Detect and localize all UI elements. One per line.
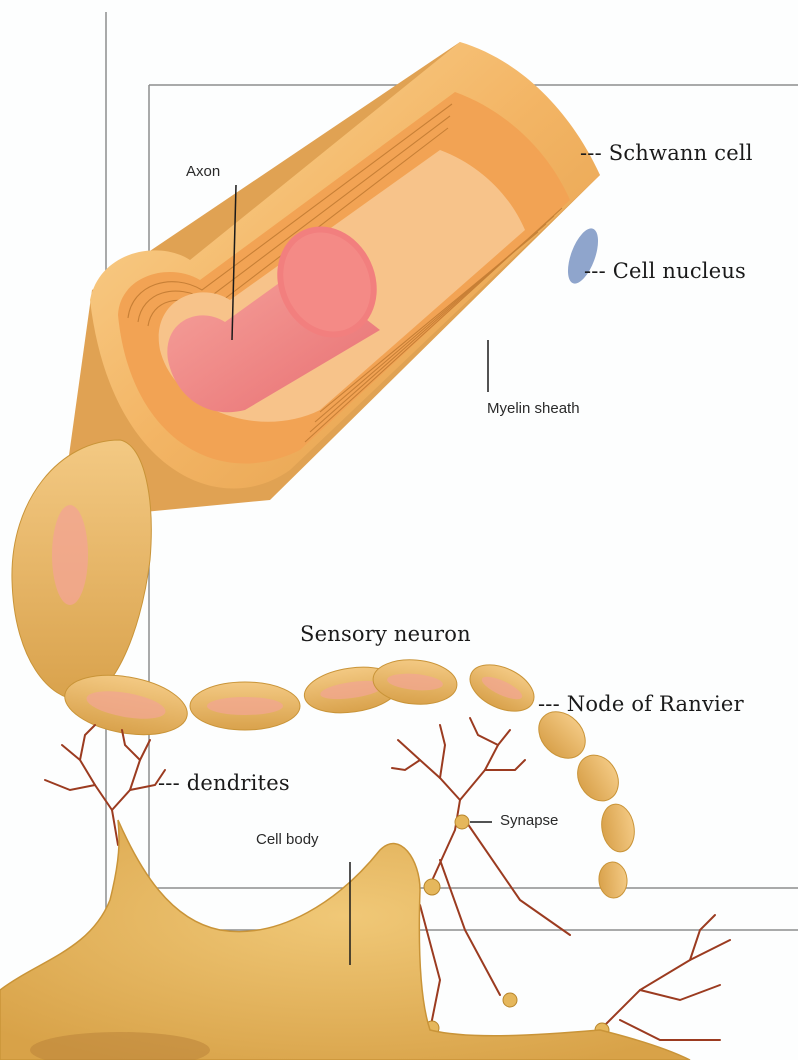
myelin-sheath-label: Myelin sheath: [487, 400, 580, 417]
node-of-ranvier-label: --- Node of Ranvier: [538, 692, 744, 716]
synapse-bulbs: [424, 815, 609, 1037]
sensory-neuron-label: Sensory neuron: [300, 622, 471, 646]
myelin-sheath-cutaway: [60, 42, 604, 520]
cell-body-label: Cell body: [256, 831, 319, 848]
axon-label: Axon: [186, 163, 220, 180]
synapse-label: Synapse: [500, 812, 558, 829]
schwann-cell-label: --- Schwann cell: [580, 141, 753, 165]
cell-nucleus-label: --- Cell nucleus: [584, 259, 746, 283]
cell-body-shape: [0, 820, 690, 1060]
dendrites-label: --- dendrites: [158, 771, 290, 795]
